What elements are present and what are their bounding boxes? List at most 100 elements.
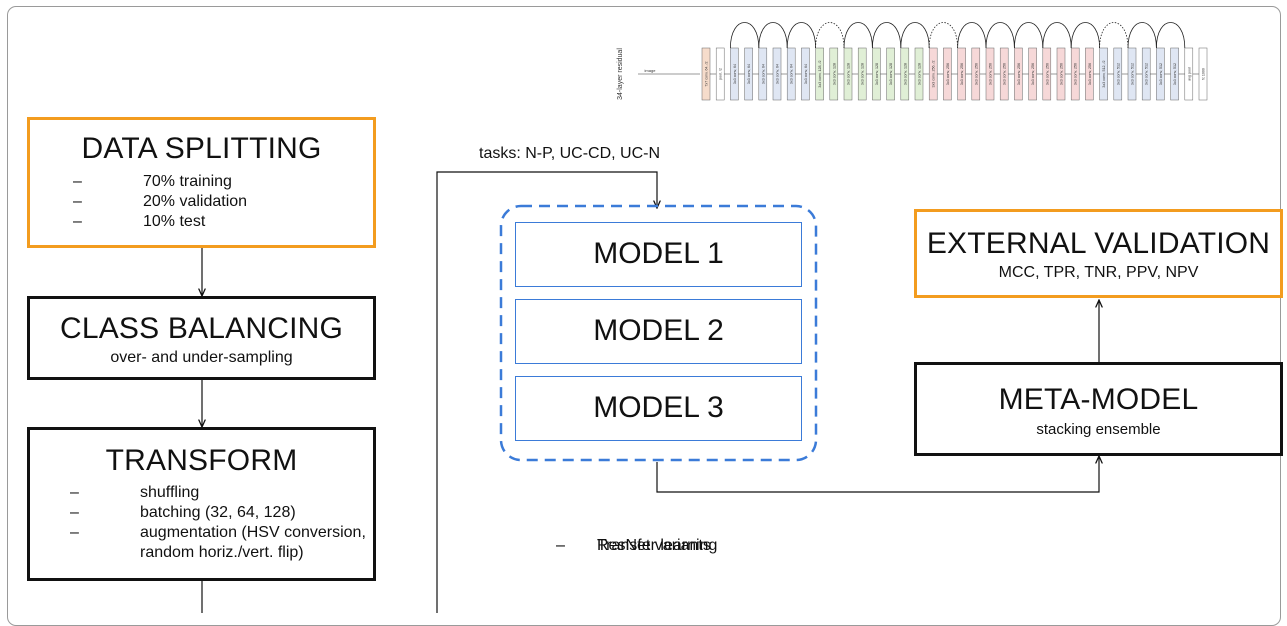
- resnet-skip-connection: [730, 22, 760, 49]
- class-balancing-subtitle: over- and under-sampling: [110, 349, 293, 366]
- resnet-layer-label: 3x3 conv, 128: [832, 63, 836, 85]
- resnet-skip-connection: [1156, 22, 1186, 49]
- resnet-layer-label: 3x3 conv, 512: [1131, 63, 1135, 85]
- arrow-models-to-meta: [656, 456, 1099, 493]
- resnet-skip-connection: [815, 22, 845, 49]
- resnet-layer-block: [758, 47, 768, 101]
- resnet-layer-block: [744, 47, 753, 101]
- meta-model-subtitle: stacking ensemble: [1036, 421, 1161, 438]
- external-validation-subtitle: MCC, TPR, TNR, PPV, NPV: [998, 264, 1199, 281]
- resnet-layer-label: fc 1000: [1202, 68, 1206, 80]
- meta-model-title: META-MODEL: [998, 383, 1199, 416]
- resnet-skip-connection: [1014, 22, 1044, 49]
- resnet-layer-label: 3x3 conv, 256: [989, 63, 993, 85]
- resnet-layer-label: 3x3 conv, 256: [1088, 63, 1092, 85]
- list-item: –shuffling: [70, 484, 200, 501]
- resnet-layer-block: [1028, 47, 1037, 101]
- resnet-layer-label: 3x3 conv, 256: [960, 63, 964, 85]
- arrow-tasks-to-models: [436, 171, 657, 613]
- resnet-title: 34-layer residual: [617, 48, 624, 100]
- resnet-layer-label: 3x3 conv, 256: [1031, 63, 1035, 85]
- data-splitting-list: –70% training –20% validation –10% test: [73, 172, 248, 232]
- resnet-layer-block: [1070, 47, 1080, 101]
- resnet-skip-connection: [843, 22, 873, 49]
- list-item: random horiz./vert. flip): [140, 544, 304, 561]
- resnet-skip-connection: [985, 22, 1015, 49]
- resnet-layer-label: 3x3 conv, 128: [918, 63, 922, 85]
- data-splitting-box: DATA SPLITTING –70% training –20% valida…: [27, 117, 376, 248]
- resnet-layer-label: 3x3 conv, 128: [861, 63, 865, 85]
- list-item: –20% validation: [73, 193, 248, 210]
- resnet-layer-label: 3x3 conv, 512: [1116, 63, 1120, 85]
- model-1-box: MODEL 1: [515, 222, 802, 287]
- resnet34-architecture: 34-layer residual image 7x7 conv, 64, /2 po…: [617, 22, 1208, 101]
- resnet-layer-label: 3x3 conv, 256: [1003, 63, 1007, 85]
- resnet-layer-label: 7x7 conv, 64, /2: [705, 61, 709, 86]
- list-item: –10% test: [73, 213, 206, 230]
- model-2-label: MODEL 2: [593, 314, 724, 347]
- resnet-skip-connection: [786, 22, 816, 49]
- resnet-input-label: image: [645, 68, 657, 73]
- meta-model-box: META-MODEL stacking ensemble: [914, 362, 1283, 456]
- resnet-layer-block: [815, 47, 824, 101]
- class-balancing-box: CLASS BALANCING over- and under-sampling: [27, 296, 376, 380]
- resnet-layer-label: 3x3 conv, 64: [804, 64, 808, 84]
- resnet-skip-connection: [1070, 22, 1100, 49]
- resnet-layer-label: 3x3 conv, 256: [1074, 63, 1078, 85]
- resnet-skip-connection: [900, 22, 930, 49]
- resnet-layer-label: 3x3 conv, 64: [776, 64, 780, 84]
- resnet-skip-connection: [1042, 22, 1072, 49]
- resnet-layer-label: pool, /2: [719, 68, 723, 80]
- resnet-layer-block: [1141, 47, 1151, 101]
- transform-box: TRANSFORM –shuffling –batching (32, 64, …: [27, 427, 376, 581]
- resnet-layer-block: [1099, 47, 1108, 101]
- transform-title: TRANSFORM: [105, 444, 298, 477]
- model-2-box: MODEL 2: [515, 299, 802, 364]
- list-item: –70% training: [73, 173, 232, 190]
- resnet-layer-label: 3x3 conv, 256: [1060, 63, 1064, 85]
- resnet-skip-connection: [872, 22, 902, 49]
- external-validation-title: EXTERNAL VALIDATION: [926, 227, 1271, 260]
- resnet-layer-label: 3x3 conv, 512, /2: [1102, 60, 1106, 87]
- resnet-layer-block: [886, 47, 895, 101]
- list-item: –augmentation (HSV conversion,: [70, 524, 366, 541]
- resnet-layer-label: 3x3 conv, 64: [790, 64, 794, 84]
- resnet-layer-label: 3x3 conv, 64: [761, 64, 765, 84]
- model-3-box: MODEL 3: [515, 376, 802, 441]
- model-1-label: MODEL 1: [593, 237, 724, 270]
- resnet-skip-connection: [928, 22, 958, 49]
- external-validation-box: EXTERNAL VALIDATION MCC, TPR, TNR, PPV, …: [914, 209, 1283, 298]
- resnet-layer-label: 3x3 conv, 128: [903, 63, 907, 85]
- resnet-layer-label: 3x3 conv, 256: [946, 63, 950, 85]
- resnet-layer-label: 3x3 conv, 64: [733, 64, 737, 84]
- resnet-layer-label: 3x3 conv, 512: [1173, 63, 1177, 85]
- data-splitting-title: DATA SPLITTING: [81, 132, 322, 165]
- resnet-layer-label: 3x3 conv, 256: [1045, 63, 1049, 85]
- resnet-layer-label: avg pool: [1187, 67, 1191, 81]
- transform-list: –shuffling –batching (32, 64, 128) –augm…: [70, 483, 366, 563]
- resnet-layer-label: 3x3 conv, 512: [1159, 63, 1163, 85]
- resnet-layer-block: [1198, 47, 1208, 101]
- resnet-layer-label: 3x3 conv, 256: [974, 63, 978, 85]
- list-item: –batching (32, 64, 128): [70, 504, 296, 521]
- diagram-canvas: DATA SPLITTING –70% training –20% valida…: [0, 6, 1287, 626]
- resnet-skip-connection: [1127, 22, 1157, 49]
- resnet-skip-connection: [1099, 22, 1129, 49]
- ensemble-dashed-border: [499, 204, 818, 462]
- model-3-label: MODEL 3: [593, 391, 724, 424]
- resnet-layer-label: 3x3 conv, 128: [875, 63, 879, 85]
- connector-arrows: [0, 171, 1287, 613]
- resnet-layer-label: 3x3 conv, 256, /2: [932, 60, 936, 87]
- tasks-label: tasks: N-P, UC-CD, UC-N: [479, 145, 661, 162]
- resnet-layer-block: [829, 47, 839, 101]
- class-balancing-title: CLASS BALANCING: [59, 312, 344, 345]
- resnet-layer-label: 3x3 conv, 64: [747, 64, 751, 84]
- resnet-layer-block: [957, 47, 966, 101]
- resnet-layer-label: 3x3 conv, 128, /2: [818, 60, 822, 87]
- resnet-layer-label: 3x3 conv, 128: [847, 63, 851, 85]
- resnet-layer-label: 3x3 conv, 256: [1017, 63, 1021, 85]
- resnet-layer-label: 3x3 conv, 128: [889, 63, 893, 85]
- resnet-skip-connection: [758, 22, 788, 49]
- resnet-skip-connection: [957, 22, 987, 49]
- resnet-layer-label: 3x3 conv, 512: [1145, 63, 1149, 85]
